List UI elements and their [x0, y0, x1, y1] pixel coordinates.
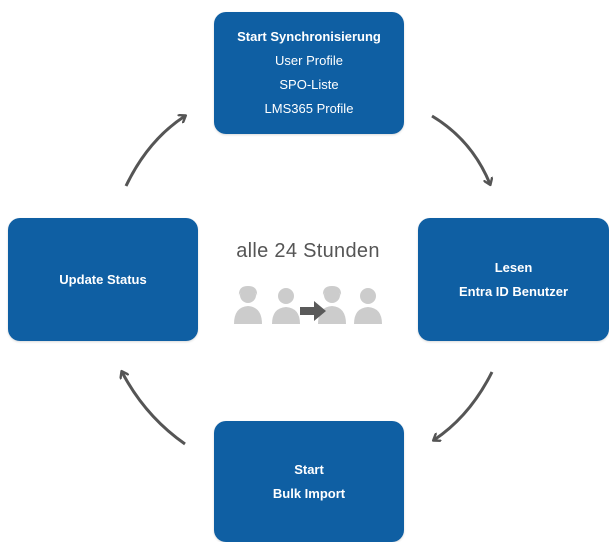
arrow-top-to-right	[431, 114, 490, 184]
center-caption: alle 24 Stunden	[236, 240, 380, 262]
step-read-entra-line2: Entra ID Benutzer	[458, 283, 569, 299]
step-bulk-import-line2: Bulk Import	[272, 485, 346, 501]
step-read-entra: Lesen Entra ID Benutzer	[418, 218, 609, 341]
step-start-sync-line3: LMS365 Profile	[264, 101, 354, 116]
step-start-sync-line2: SPO-Liste	[279, 77, 339, 92]
step-start-sync: Start Synchronisierung User Profile SPO-…	[214, 12, 404, 134]
users-transfer-icon	[234, 286, 382, 324]
step-update-status-line1: Update Status	[59, 271, 147, 287]
step-bulk-import: Start Bulk Import	[214, 421, 404, 542]
arrow-left-to-top	[124, 116, 185, 187]
step-read-entra-line1: Lesen	[494, 259, 533, 275]
step-start-sync-title: Start Synchronisierung	[237, 29, 381, 44]
step-update-status: Update Status	[8, 218, 198, 341]
arrow-right-to-bottom	[434, 371, 494, 440]
arrow-bottom-to-left	[122, 372, 186, 446]
step-start-sync-line1: User Profile	[275, 53, 343, 68]
step-bulk-import-line1: Start	[294, 461, 324, 477]
